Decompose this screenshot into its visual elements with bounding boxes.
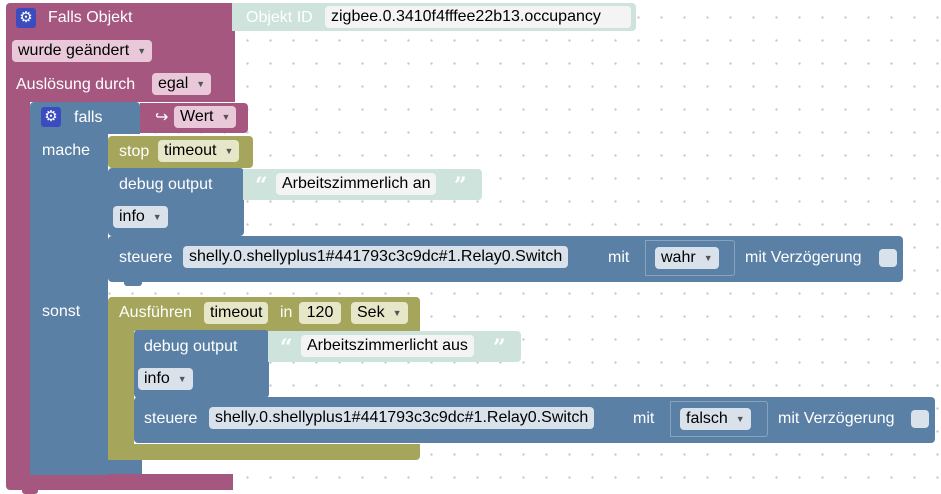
then-label: mache [42,142,91,159]
run-timer-rail [108,330,134,460]
if-block-bottom [30,458,142,474]
control-object-field[interactable]: shelly.0.shellyplus1#441793c3c9dc#1.Rela… [183,246,569,268]
chevron-down-icon: ▼ [735,414,745,424]
close-quote-icon: ” [493,335,506,361]
else-control-label: steuere [144,410,198,427]
in-label: in [280,304,293,321]
control-block-notch [124,280,142,286]
control-label: steuere [119,249,173,266]
open-quote-icon: “ [255,173,268,199]
chevron-down-icon: ▼ [137,46,147,56]
chevron-down-icon: ▼ [221,112,231,122]
debug-output-label: debug output [119,176,213,193]
if-block-rail [30,130,108,475]
else-with-label: mit [633,410,655,427]
unit-dropdown[interactable]: Sek ▼ [351,302,408,324]
trigger-title: Falls Objekt [48,9,133,26]
unit-value: Sek [357,304,385,322]
gear-icon[interactable]: ⚙ [16,8,36,28]
trigger-block-bottom [6,474,233,490]
trigger-block-left-rail [6,100,30,478]
chevron-down-icon: ▼ [177,374,187,384]
delay-value-field[interactable]: 120 [299,302,341,324]
object-id-field[interactable]: zigbee.0.3410f4fffee22b13.occupancy [325,6,631,28]
run-label: Ausführen [119,304,192,321]
value-icon: ↪ [155,109,169,126]
stop-label: stop [119,143,150,160]
else-debug-level-value: info [144,370,170,388]
run-timer-value: timeout [210,304,263,321]
stop-timer-dropdown[interactable]: timeout ▼ [158,140,240,162]
condition-dropdown-value: wurde geändert [18,42,130,60]
gear-icon[interactable]: ⚙ [41,107,61,127]
debug-level-value: info [119,208,145,226]
trigger-by-label: Auslösung durch [16,76,136,93]
with-label: mit [608,249,630,266]
if-label: falls [74,109,103,126]
run-timer-bottom [108,444,420,460]
chevron-down-icon: ▼ [152,212,162,222]
condition-dropdown[interactable]: wurde geändert ▼ [12,40,153,62]
else-label: sonst [42,303,81,320]
chevron-down-icon: ▼ [196,79,206,89]
debug-text-field[interactable]: Arbeitszimmerlich an [276,173,437,195]
trigger-by-dropdown[interactable]: egal ▼ [152,73,212,95]
delay-checkbox[interactable] [879,249,897,267]
open-quote-icon: “ [280,335,293,361]
chevron-down-icon: ▼ [392,308,402,318]
else-debug-level-dropdown[interactable]: info ▼ [138,368,193,390]
else-delay-checkbox[interactable] [911,410,929,428]
control-value: wahr [661,249,696,267]
close-quote-icon: ” [454,173,467,199]
else-debug-text-field[interactable]: Arbeitszimmerlicht aus [301,335,474,357]
else-debug-output-label: debug output [144,338,238,355]
debug-level-dropdown[interactable]: info ▼ [113,206,168,228]
object-id-label: Objekt ID [246,9,313,26]
stop-timer-value: timeout [164,142,217,160]
trigger-block-notch [22,488,38,494]
value-dropdown[interactable]: Wert ▼ [174,106,237,128]
value-dropdown-value: Wert [180,108,214,126]
trigger-by-dropdown-value: egal [158,75,189,93]
control-value-dropdown[interactable]: wahr ▼ [655,247,719,269]
else-control-value: falsch [686,410,728,428]
else-control-object-field[interactable]: shelly.0.shellyplus1#441793c3c9dc#1.Rela… [209,407,595,429]
run-timer-field[interactable]: timeout [204,302,269,324]
chevron-down-icon: ▼ [224,146,234,156]
else-control-value-dropdown[interactable]: falsch ▼ [680,408,751,430]
chevron-down-icon: ▼ [703,253,713,263]
else-delay-label: mit Verzögerung [778,410,895,427]
delay-label: mit Verzögerung [745,249,862,266]
